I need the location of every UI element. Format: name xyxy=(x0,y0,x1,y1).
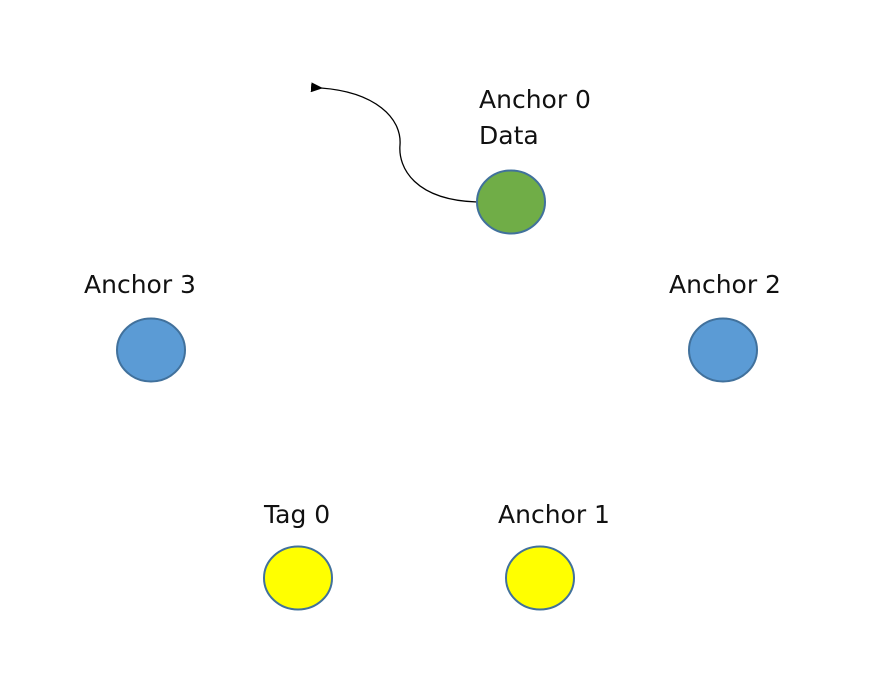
anchor1-label: Anchor 1 xyxy=(498,500,610,529)
anchor2-label: Anchor 2 xyxy=(669,270,781,299)
anchor2-node[interactable] xyxy=(688,317,758,383)
anchor1-node[interactable] xyxy=(505,545,575,611)
tag0-label: Tag 0 xyxy=(264,500,331,529)
anchor3-label: Anchor 3 xyxy=(84,270,196,299)
anchor0-label: Anchor 0 xyxy=(479,85,591,114)
tag0-node[interactable] xyxy=(263,545,333,611)
anchor0-data-label: Data xyxy=(479,121,539,150)
anchor0-node[interactable] xyxy=(476,169,546,235)
anchor3-node[interactable] xyxy=(116,317,186,383)
anchor0-data-arrow xyxy=(310,82,478,203)
